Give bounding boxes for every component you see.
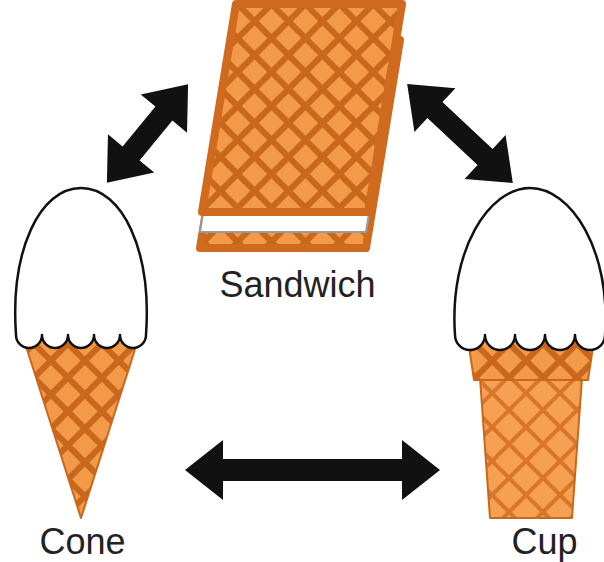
sandwich-front-wafer [202,4,402,212]
cup-node: Cup [455,185,604,562]
cup-scoop [454,188,604,350]
block-arrow [185,440,440,500]
cone-node: Cone [10,185,155,562]
node-label: Cup [511,521,577,562]
cup-body [480,378,582,518]
cone-shell [24,340,138,518]
node-label: Sandwich [219,264,375,305]
node-label: Cone [39,521,125,562]
block-arrow [407,84,513,183]
cone-scoop [15,188,147,348]
sandwich-node: Sandwich [190,0,405,305]
block-arrow [107,84,188,182]
